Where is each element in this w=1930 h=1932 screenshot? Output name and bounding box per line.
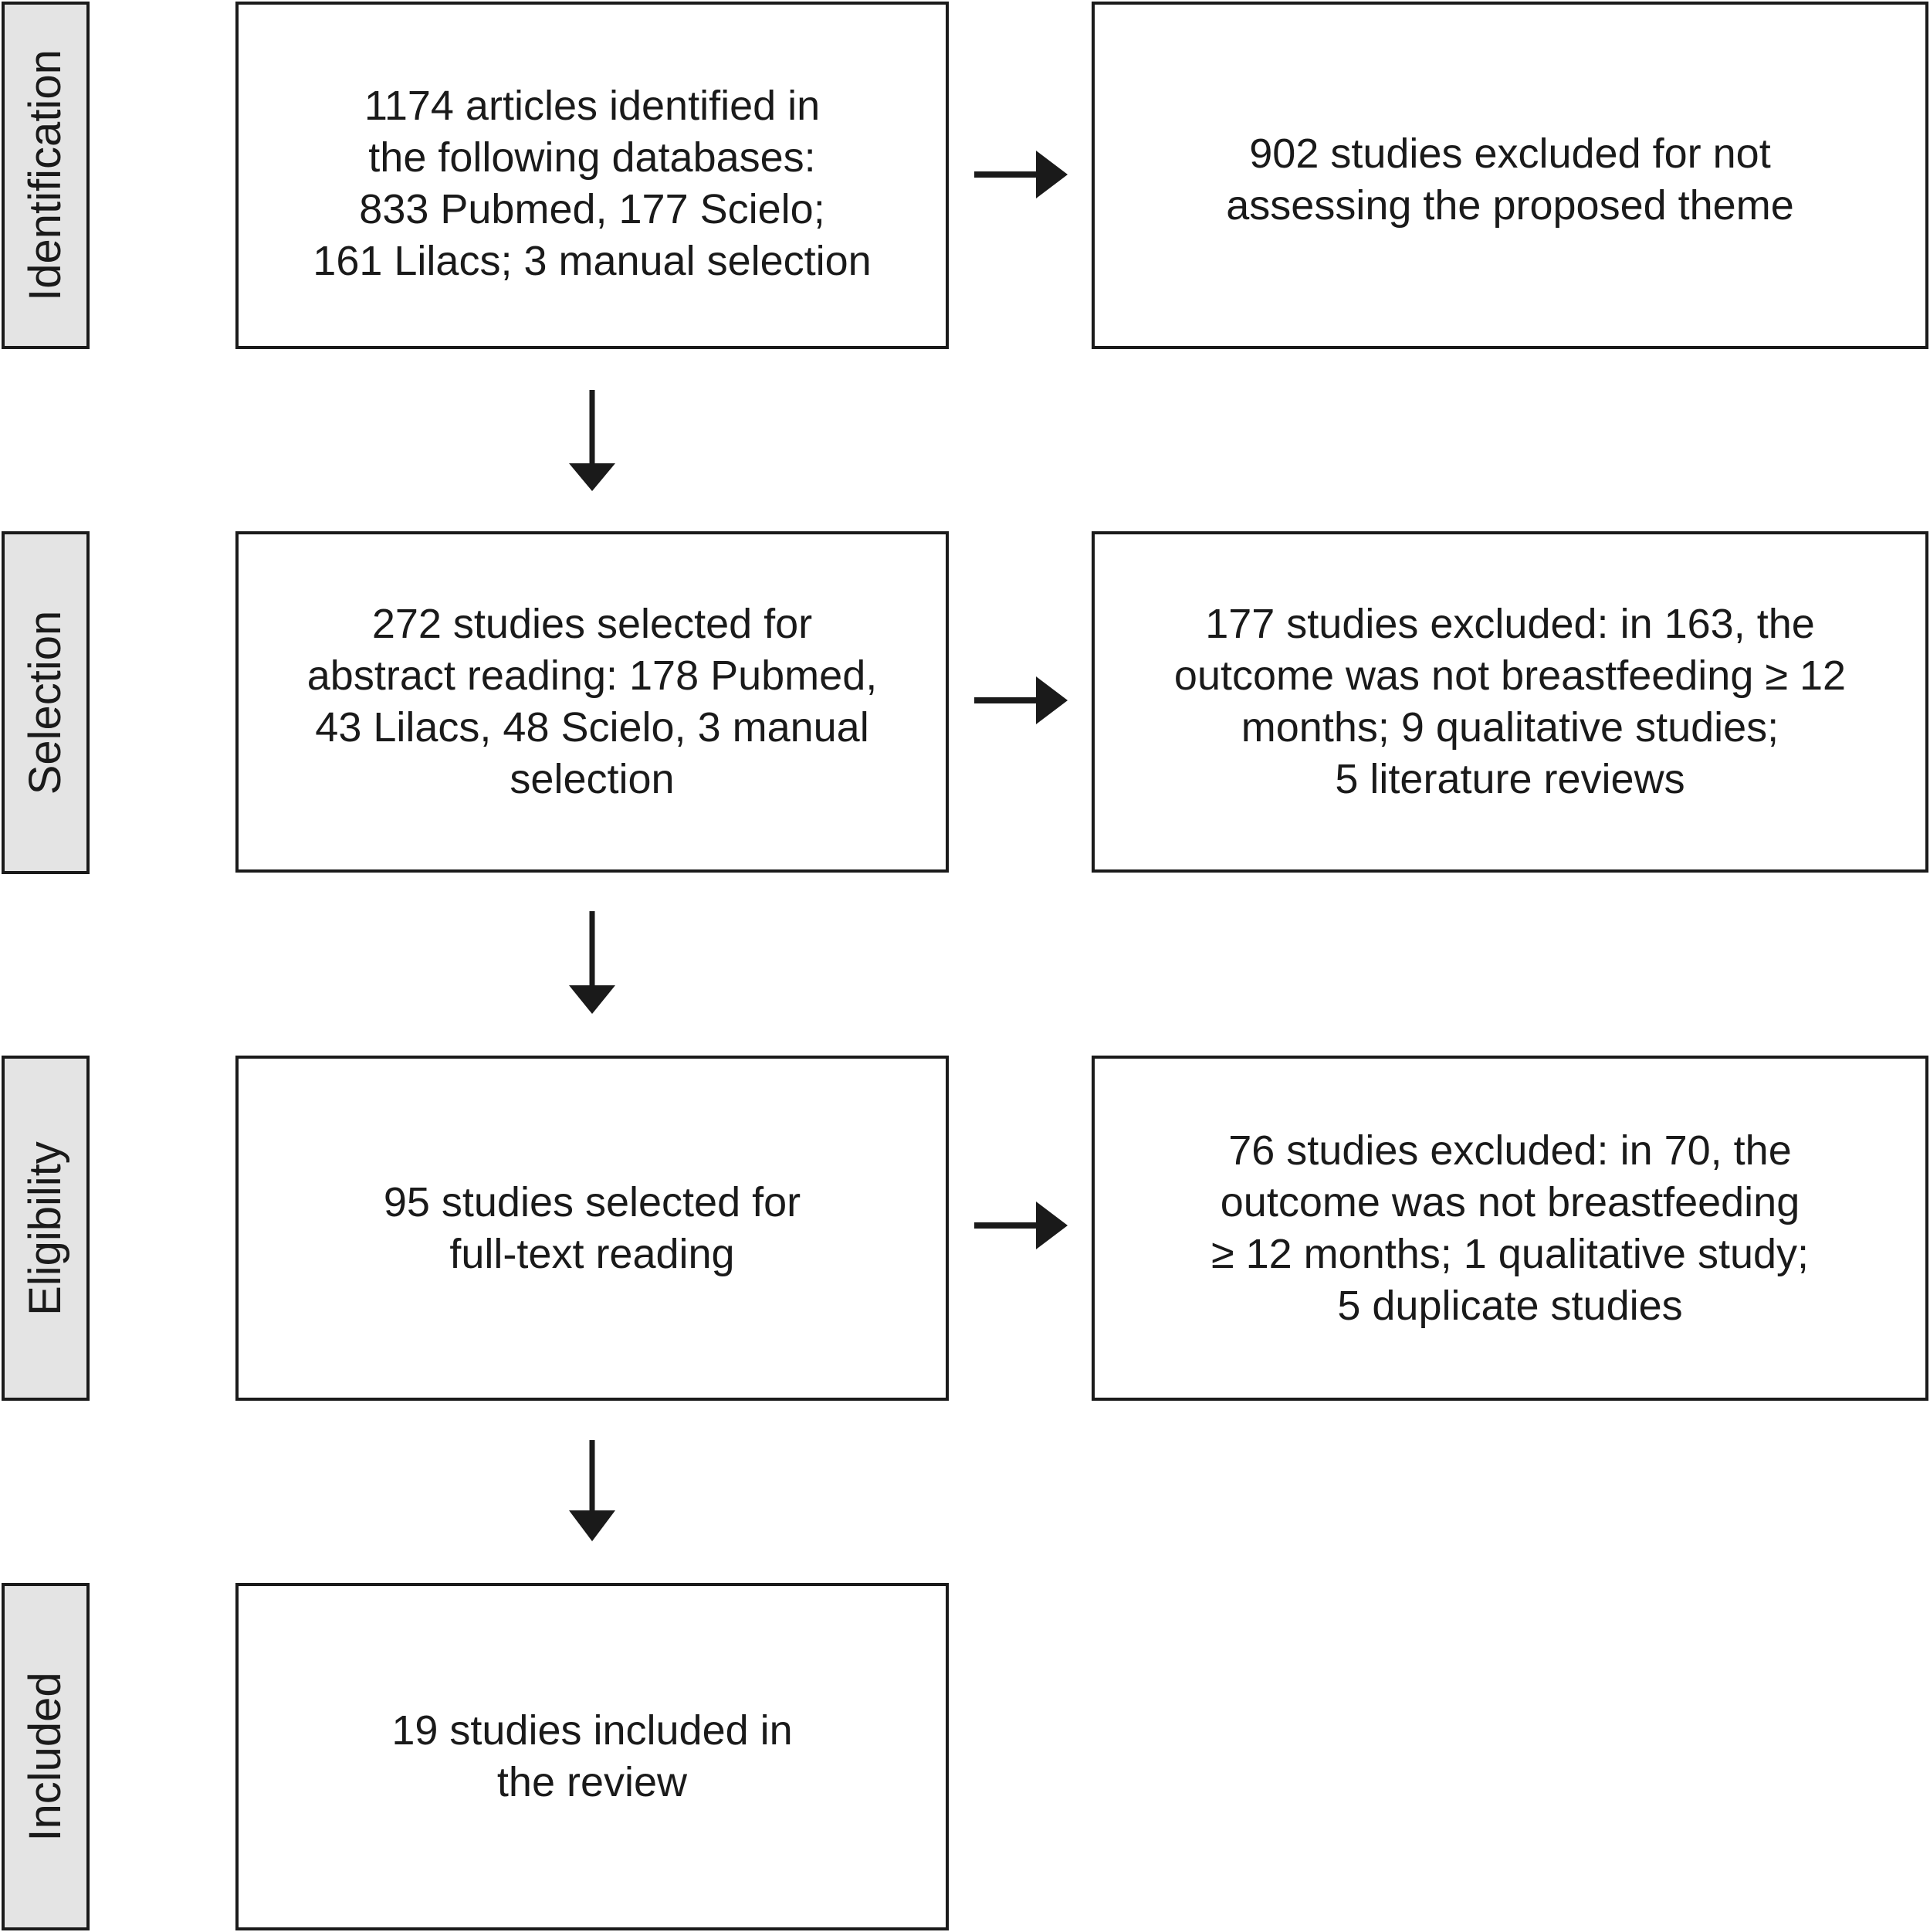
selected-fulltext-box: 95 studies selected for full-text readin… — [235, 1056, 949, 1401]
right-arrow-1 — [974, 151, 1068, 198]
selected-abstract-box: 272 studies selected for abstract readin… — [235, 531, 949, 873]
identified-box: 1174 articles identified in the followin… — [235, 2, 949, 349]
down-arrow-2 — [569, 911, 615, 1014]
right-arrow-3 — [974, 1202, 1068, 1249]
excluded-theme-text: 902 studies excluded for not assessing t… — [1226, 130, 1794, 229]
excluded-fulltext-text: 76 studies excluded: in 70, the outcome … — [1210, 1127, 1810, 1329]
included-review-text: 19 studies included in the review — [391, 1707, 793, 1805]
included-review-box: 19 studies included in the review — [235, 1583, 949, 1930]
right-arrow-2 — [974, 676, 1068, 724]
selected-abstract-text: 272 studies selected for abstract readin… — [306, 601, 878, 802]
identified-text: 1174 articles identified in the followin… — [313, 83, 872, 284]
selected-fulltext-text: 95 studies selected for full-text readin… — [383, 1178, 801, 1277]
stage-label-identification: Identification — [2, 2, 90, 349]
excluded-theme-box: 902 studies excluded for not assessing t… — [1092, 2, 1928, 349]
stage-label-selection: Selection — [2, 531, 90, 874]
stage-label-included: Included — [2, 1583, 90, 1930]
stage-label-eligibility: Eligibility — [2, 1056, 90, 1401]
excluded-abstract-text: 177 studies excluded: in 163, the outcom… — [1173, 601, 1847, 802]
excluded-fulltext-box: 76 studies excluded: in 70, the outcome … — [1092, 1056, 1928, 1401]
down-arrow-3 — [569, 1440, 615, 1541]
excluded-abstract-box: 177 studies excluded: in 163, the outcom… — [1092, 531, 1928, 873]
down-arrow-1 — [569, 390, 615, 491]
